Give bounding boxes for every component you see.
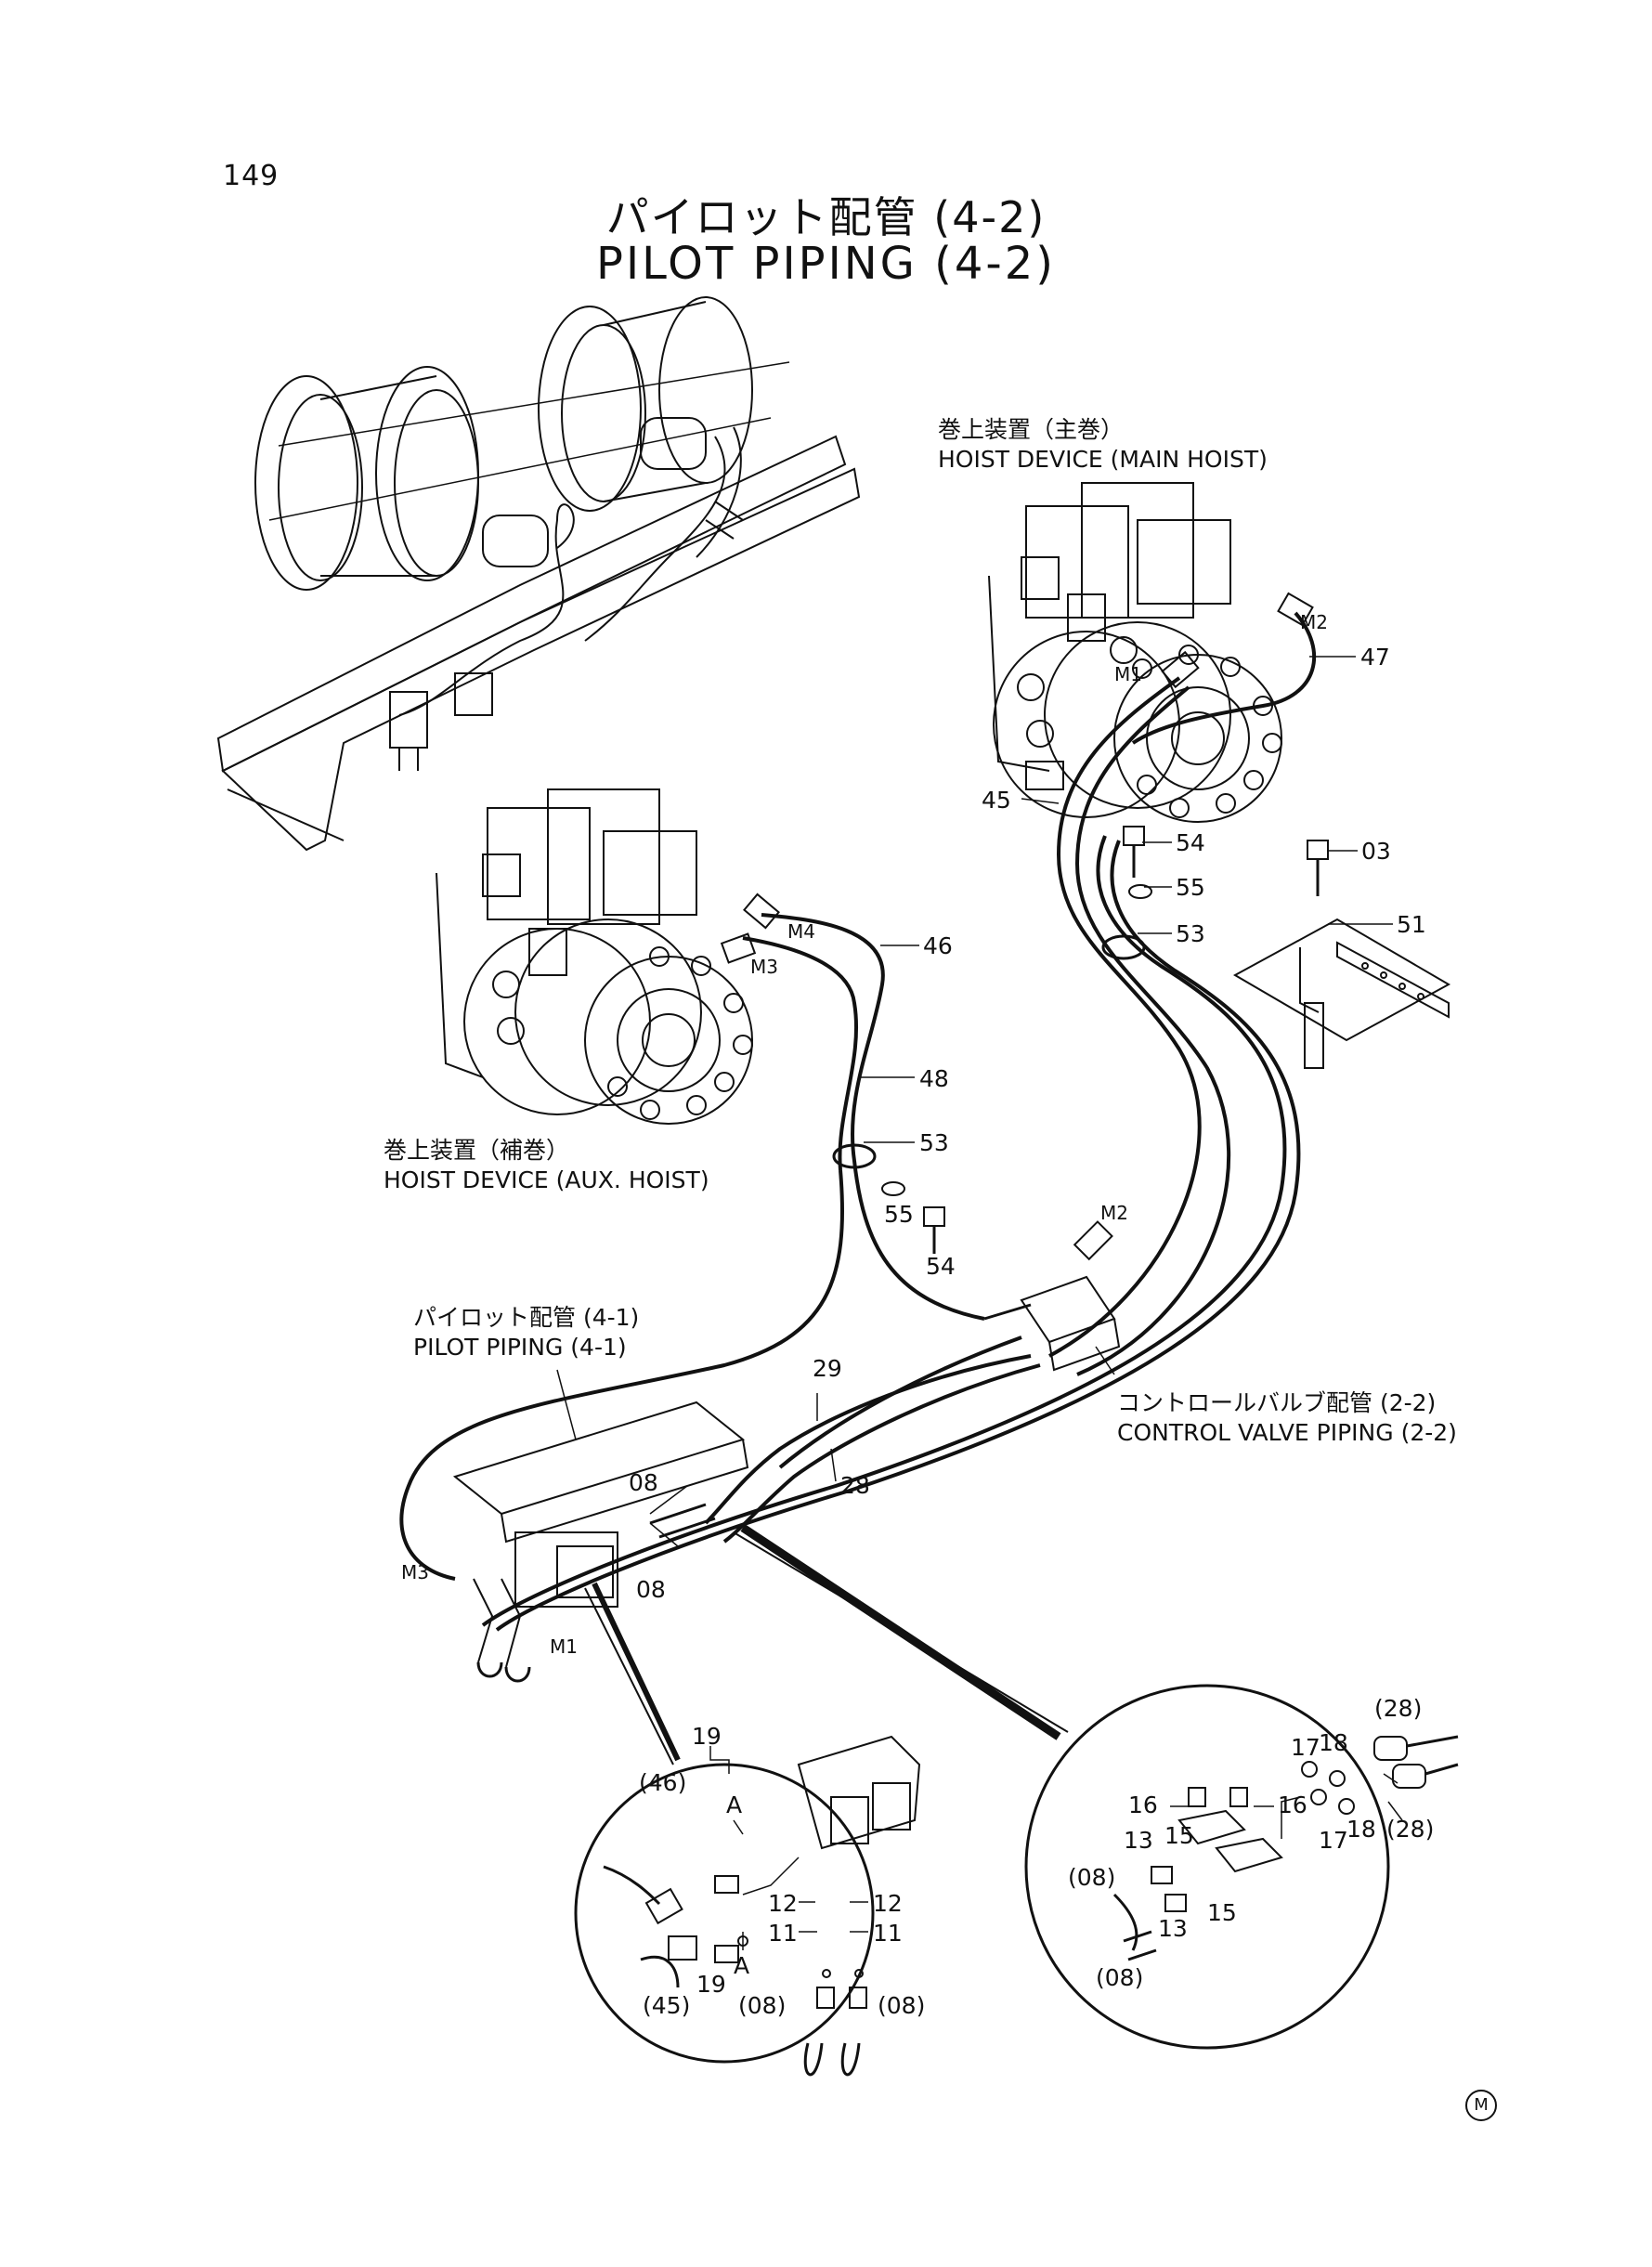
detail-part-label: (46) (639, 1769, 686, 1796)
part-number: 53 (919, 1129, 949, 1156)
detail-part-label: (08) (1068, 1864, 1115, 1891)
detail-part-label: A (734, 1952, 749, 1979)
port-label: M2 (1100, 1202, 1128, 1224)
main-hoist-label-en: HOIST DEVICE (MAIN HOIST) (938, 446, 1268, 473)
main-hoist-motor-drawing (988, 482, 1314, 823)
detail-part-label: 18 (1319, 1729, 1348, 1756)
pilot-valve-block (452, 1401, 749, 1683)
control-valve-label-ja: コントロールバルブ配管 (2-2) (1117, 1389, 1437, 1416)
pilot-piping-label: パイロット配管 (4-1) PILOT PIPING (4-1) (413, 1303, 639, 1362)
aux-hoist-label: 巻上装置（補巻） HOIST DEVICE (AUX. HOIST) (384, 1136, 709, 1195)
part-number: 51 (1397, 911, 1426, 938)
winch-assembly-drawing (216, 296, 861, 852)
part-number: 48 (919, 1065, 949, 1092)
manufacturer-mark: M (1465, 2090, 1497, 2121)
part-number: 46 (923, 932, 953, 959)
part-number: 54 (1176, 829, 1205, 856)
part-number: 45 (982, 787, 1011, 814)
detail-circle-left (574, 1763, 875, 2064)
detail-part-label: 17 (1291, 1734, 1320, 1761)
detail-part-label: 15 (1164, 1822, 1194, 1849)
detail-circle-right (1024, 1684, 1390, 2050)
main-hoist-label: 巻上装置（主巻） HOIST DEVICE (MAIN HOIST) (938, 415, 1268, 475)
main-hoist-label-ja: 巻上装置（主巻） (938, 416, 1125, 443)
detail-part-label: 13 (1124, 1827, 1153, 1854)
page-title-english: PILOT PIPING (4-2) (596, 238, 1056, 290)
detail-part-label: A (726, 1791, 742, 1818)
detail-right-labels: (28) 17 18 16 16 13 15 (08) 18 17 (28) 1… (1068, 1695, 1434, 1991)
part-number: 08 (629, 1469, 658, 1496)
control-valve-block (983, 1220, 1121, 1372)
pilot-hoses (399, 611, 1317, 1632)
detail-part-label: 19 (692, 1723, 722, 1750)
detail-part-label: 18 (1346, 1816, 1376, 1843)
part-number: 55 (884, 1201, 914, 1228)
pilot-piping-label-ja: パイロット配管 (4-1) (413, 1304, 640, 1331)
part-number-labels: 47 45 54 55 53 03 51 46 48 53 55 54 29 2… (629, 644, 1426, 1603)
detail-left-labels: 19 A (46) A 12 12 11 11 19 (45) (08) (08… (639, 1723, 925, 2019)
page-number: 149 (223, 160, 280, 192)
detail-part-label: 12 (873, 1890, 903, 1917)
port-label: M3 (401, 1561, 429, 1583)
aux-hoist-label-ja: 巻上装置（補巻） (384, 1137, 570, 1164)
detail-part-label: (28) (1386, 1816, 1434, 1843)
part-number: 28 (840, 1472, 870, 1499)
clamp-and-bracket (832, 826, 1451, 1254)
part-number: 03 (1361, 838, 1391, 865)
detail-part-label: 19 (696, 1971, 726, 1998)
port-label: M4 (787, 920, 815, 943)
part-number: 55 (1176, 874, 1205, 901)
part-number: 29 (813, 1355, 842, 1382)
detail-part-label: 13 (1158, 1915, 1188, 1942)
detail-part-label: 11 (873, 1920, 903, 1947)
detail-right-drawing (1112, 1735, 1459, 1961)
detail-part-label: 15 (1207, 1899, 1237, 1926)
detail-part-label: (45) (643, 1992, 690, 2019)
pilot-piping-label-en: PILOT PIPING (4-1) (413, 1334, 627, 1361)
leader-lines (556, 656, 1393, 1547)
control-valve-label-en: CONTROL VALVE PIPING (2-2) (1117, 1419, 1457, 1446)
detail-part-label: (08) (1096, 1964, 1143, 1991)
port-labels: M2 M1 M4 M3 M2 M3 M1 (401, 611, 1328, 1658)
detail-part-label: 16 (1278, 1791, 1307, 1818)
port-label: M3 (750, 956, 778, 978)
part-number: 54 (926, 1253, 956, 1280)
port-label: M1 (550, 1635, 578, 1658)
detail-part-label: 12 (768, 1890, 798, 1917)
part-number: 53 (1176, 920, 1205, 947)
aux-hoist-label-en: HOIST DEVICE (AUX. HOIST) (384, 1166, 709, 1193)
detail-part-label: 17 (1319, 1827, 1348, 1854)
port-label: M1 (1114, 663, 1142, 685)
detail-part-label: (08) (738, 1992, 786, 2019)
detail-left-drawing (603, 1735, 921, 2077)
detail-part-label: 11 (768, 1920, 798, 1947)
detail-part-label: (28) (1374, 1695, 1422, 1722)
detail-part-label: 16 (1128, 1791, 1158, 1818)
control-valve-label: コントロールバルブ配管 (2-2) CONTROL VALVE PIPING (… (1117, 1388, 1457, 1448)
part-number: 08 (636, 1576, 666, 1603)
part-number: 47 (1360, 644, 1390, 671)
aux-hoist-motor-drawing (436, 788, 780, 1125)
page-title-japanese: パイロット配管 (4-2) (605, 192, 1047, 242)
port-label: M2 (1300, 611, 1328, 633)
detail-part-label: (08) (878, 1992, 925, 2019)
